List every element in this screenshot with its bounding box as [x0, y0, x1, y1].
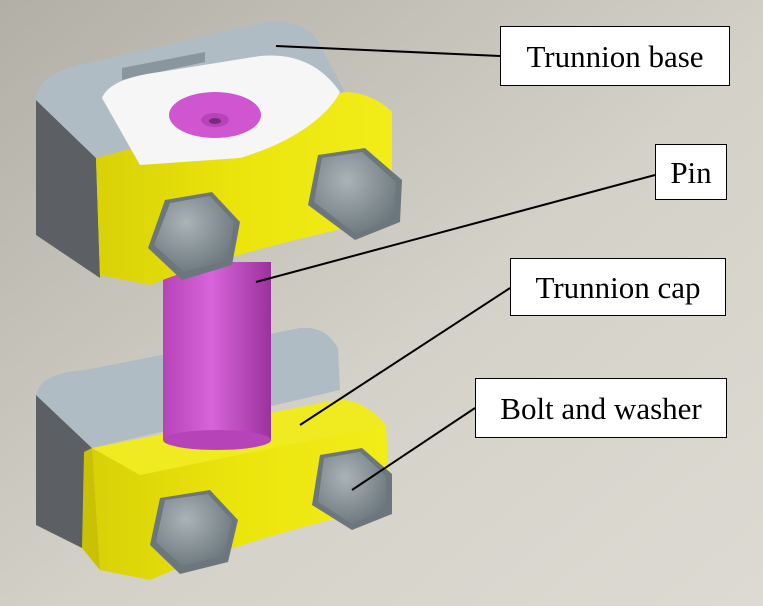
- lower-cap-side: [82, 448, 100, 570]
- upper-trunnion: [36, 21, 402, 285]
- leader-bolt-and-washer: [351, 407, 476, 491]
- label-bolt-and-washer: Bolt and washer: [475, 378, 727, 438]
- label-trunnion-cap: Trunnion cap: [510, 258, 726, 316]
- upper-base-side: [36, 100, 100, 278]
- upper-base-tab: [122, 52, 205, 80]
- lower-base-side: [36, 395, 92, 548]
- pin-cylinder: [163, 262, 271, 440]
- leader-lines: [255, 45, 656, 491]
- upper-left-bolt: [148, 192, 240, 280]
- label-trunnion-base: Trunnion base: [500, 26, 730, 86]
- label-pin: Pin: [655, 144, 727, 200]
- leader-trunnion-cap: [299, 287, 511, 426]
- leader-trunnion-base: [275, 45, 501, 57]
- lower-left-bolt: [150, 490, 238, 574]
- upper-right-bolt: [308, 148, 402, 240]
- leader-pin: [255, 174, 656, 283]
- pin-bottom: [163, 430, 271, 450]
- pin: [163, 262, 271, 450]
